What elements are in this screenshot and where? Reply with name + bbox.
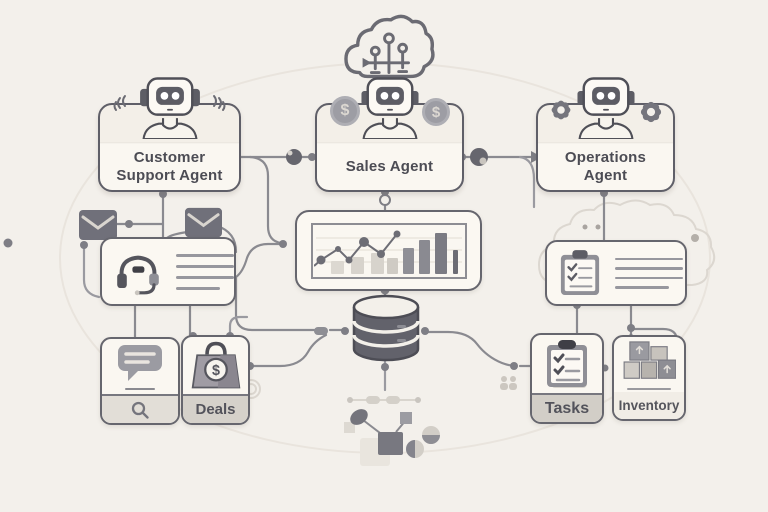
search-bar[interactable]	[102, 394, 178, 423]
ticket-text-lines	[176, 253, 234, 290]
dollar-symbol: $	[431, 103, 441, 121]
globe-node-icon	[470, 148, 488, 166]
dollar-coin-icon: $	[330, 96, 360, 126]
database-icon	[352, 294, 420, 362]
inventory-card[interactable]: Inventory	[612, 335, 686, 421]
envelope-icon	[185, 207, 222, 238]
dollar-coin-icon: $	[422, 98, 450, 126]
inventory-label: Inventory	[614, 392, 684, 419]
agent-label: Customer Support Agent	[116, 148, 223, 185]
vibration-waves-icon	[213, 95, 226, 111]
deals-label: Deals	[183, 394, 248, 423]
dollar-symbol: $	[212, 362, 220, 378]
support-robot-icon	[139, 77, 200, 139]
gear-icon	[640, 101, 662, 123]
search-icon	[131, 401, 149, 419]
chat-underline	[125, 387, 155, 391]
operations-robot-icon	[576, 77, 635, 139]
deals-card[interactable]: $ Deals	[181, 335, 250, 425]
dollar-symbol: $	[340, 102, 350, 119]
headset-icon	[117, 255, 159, 295]
plug-node-icon	[286, 149, 302, 165]
envelope-icon	[79, 210, 117, 240]
analytics-card[interactable]	[295, 210, 482, 291]
agent-label: Operations Agent	[564, 148, 647, 185]
tasks-card[interactable]: Tasks	[530, 333, 604, 424]
inventory-boxes-icon	[623, 340, 676, 379]
ai-cloud-icon	[344, 14, 435, 79]
checklist-text-lines	[615, 257, 683, 289]
users-icon	[500, 376, 517, 390]
clipboard-checklist-icon	[560, 250, 600, 295]
bar-line-chart-icon	[314, 230, 462, 274]
tasks-label: Tasks	[532, 393, 602, 422]
vibration-waves-icon	[113, 95, 126, 111]
agent-card-operations[interactable]: Operations Agent	[536, 77, 675, 192]
sales-robot-icon	[360, 77, 419, 139]
tasks-clipboard-icon	[547, 340, 587, 388]
chart-frame	[311, 223, 467, 279]
chat-bubble-icon	[118, 344, 162, 381]
inventory-divider	[627, 387, 671, 390]
checklist-card[interactable]	[545, 240, 687, 306]
agent-card-customer-support[interactable]: Customer Support Agent	[98, 77, 241, 192]
network-nodes-illustration	[344, 396, 440, 466]
shopping-bag-icon: $	[191, 341, 240, 388]
ticket-card[interactable]	[100, 237, 236, 306]
agent-label: Sales Agent	[345, 157, 434, 175]
agent-card-sales[interactable]: $ $ Sales Agent	[315, 77, 464, 192]
chat-card[interactable]	[100, 337, 180, 425]
gear-icon	[551, 100, 571, 120]
